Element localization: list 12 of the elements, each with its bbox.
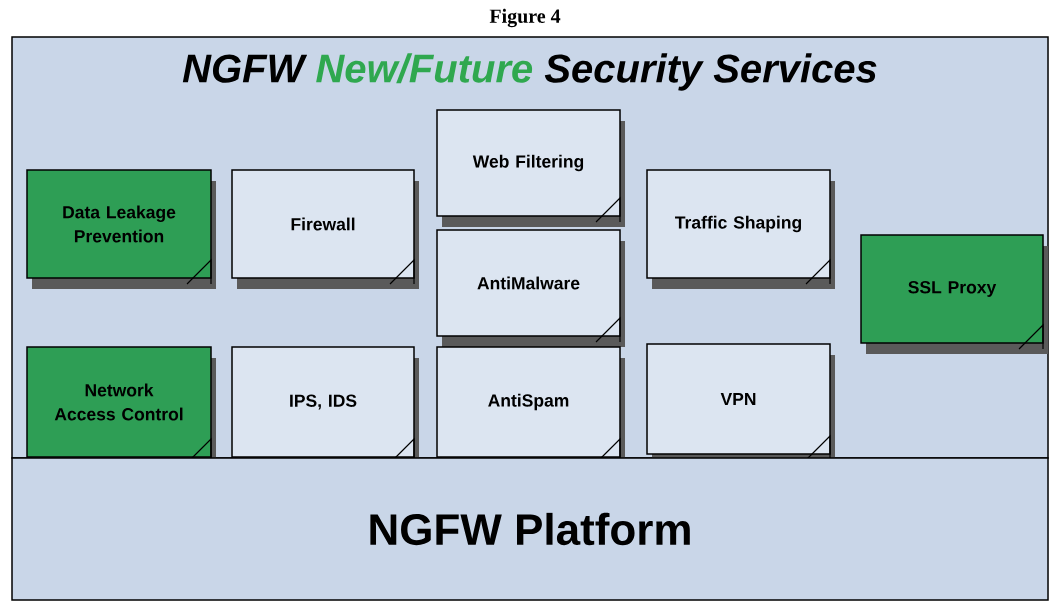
service-box: Firewall [231, 169, 419, 289]
service-box: Network Access Control [26, 346, 216, 468]
service-box: AntiMalware [436, 229, 625, 347]
service-box: Traffic Shaping [646, 169, 835, 289]
service-box: Data Leakage Prevention [26, 169, 216, 289]
service-box: AntiSpam [436, 346, 625, 468]
service-box: Web Filtering [436, 109, 625, 227]
figure-caption: Figure 4 [489, 8, 561, 28]
service-box: VPN [646, 343, 835, 465]
service-box: SSL Proxy [860, 234, 1048, 354]
service-box: IPS, IDS [231, 346, 419, 468]
platform-band: NGFW Platform [11, 457, 1049, 601]
